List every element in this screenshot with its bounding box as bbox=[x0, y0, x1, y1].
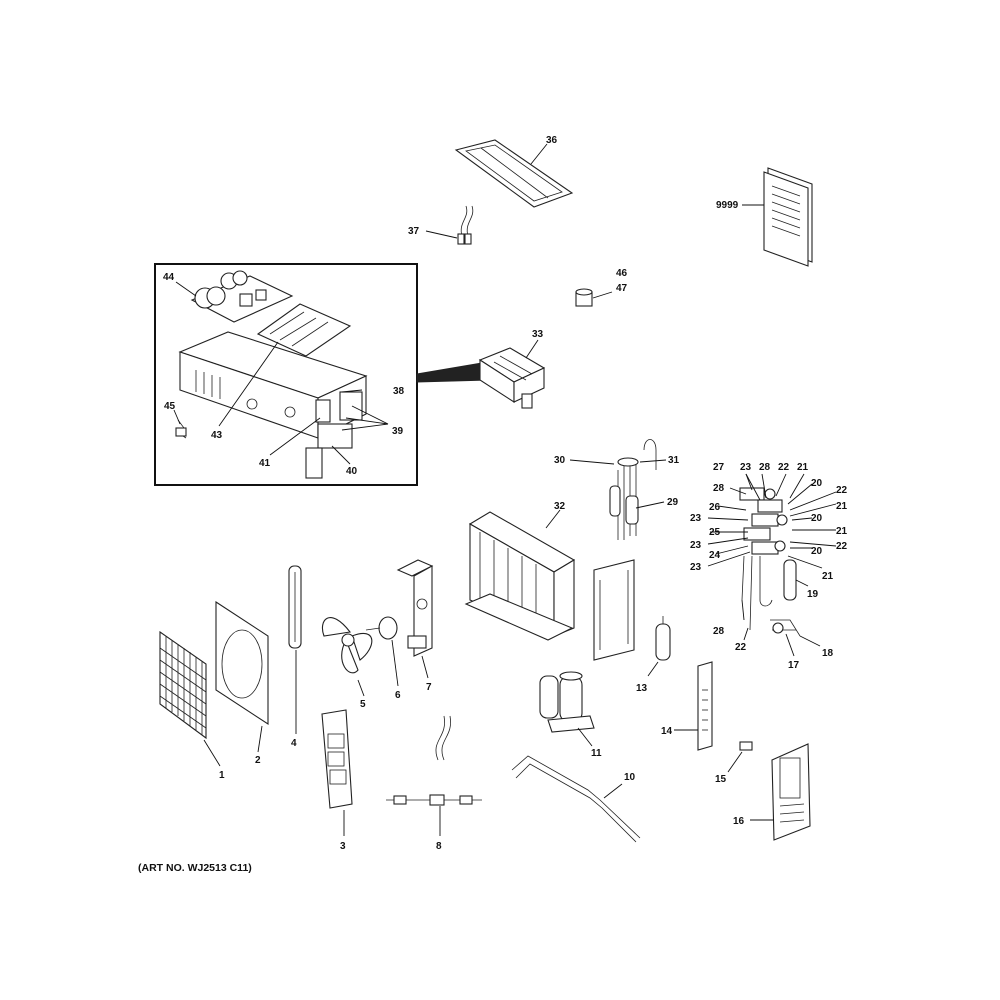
callout-23b: 23 bbox=[690, 513, 702, 524]
part-6-motor bbox=[365, 616, 399, 687]
part-46-47-fitting bbox=[575, 288, 613, 307]
callout-19: 19 bbox=[807, 589, 819, 600]
callout-6: 6 bbox=[395, 690, 401, 701]
callout-32: 32 bbox=[554, 501, 566, 512]
callout-28c: 28 bbox=[713, 626, 725, 637]
callout-15: 15 bbox=[715, 774, 727, 785]
callout-43: 43 bbox=[211, 430, 223, 441]
callout-28b: 28 bbox=[713, 483, 725, 494]
callout-37: 37 bbox=[408, 226, 420, 237]
part-33-control-box bbox=[416, 339, 546, 409]
part-13-accumulator bbox=[647, 616, 671, 677]
part-2-front-panel bbox=[215, 600, 269, 753]
callout-23a: 23 bbox=[740, 462, 752, 473]
callout-24: 24 bbox=[709, 550, 721, 561]
callout-39: 39 bbox=[392, 426, 404, 437]
partition-plate bbox=[593, 559, 635, 661]
callout-36: 36 bbox=[546, 135, 558, 146]
callout-22c: 22 bbox=[836, 541, 848, 552]
callout-21c: 21 bbox=[836, 526, 848, 537]
part-37-wire bbox=[425, 205, 474, 245]
callout-8: 8 bbox=[436, 841, 442, 852]
callout-40: 40 bbox=[346, 466, 358, 477]
callout-33: 33 bbox=[532, 329, 544, 340]
callout-28a: 28 bbox=[759, 462, 771, 473]
callout-45: 45 bbox=[164, 401, 176, 412]
callout-20b: 20 bbox=[811, 513, 823, 524]
part-1-grille bbox=[159, 630, 221, 767]
callout-9999: 9999 bbox=[716, 200, 739, 211]
callout-29: 29 bbox=[667, 497, 679, 508]
part-15-clip bbox=[727, 741, 753, 773]
callout-23c: 23 bbox=[690, 540, 702, 551]
callout-44: 44 bbox=[163, 272, 175, 283]
callout-16: 16 bbox=[733, 816, 745, 827]
callout-10: 10 bbox=[624, 772, 636, 783]
callout-2: 2 bbox=[255, 755, 261, 766]
part-10-tube bbox=[511, 755, 641, 843]
callout-38: 38 bbox=[393, 386, 405, 397]
part-7-motor-bracket bbox=[396, 559, 434, 679]
callout-22b: 22 bbox=[836, 485, 848, 496]
callout-22a: 22 bbox=[778, 462, 790, 473]
callout-18: 18 bbox=[822, 648, 834, 659]
callout-25: 25 bbox=[709, 527, 721, 538]
callout-13: 13 bbox=[636, 683, 648, 694]
callout-20a: 20 bbox=[811, 478, 823, 489]
part-8-wire-harness bbox=[386, 715, 482, 836]
callout-21d: 21 bbox=[822, 571, 834, 582]
callout-7: 7 bbox=[426, 682, 432, 693]
part-29-30-31-piping bbox=[569, 439, 667, 540]
callout-labels: 36 37 9999 46 47 44 33 38 39 45 43 41 40… bbox=[163, 135, 848, 852]
callout-20c: 20 bbox=[811, 546, 823, 557]
callout-41: 41 bbox=[259, 458, 271, 469]
part-16-access-panel bbox=[750, 743, 811, 841]
callout-17: 17 bbox=[788, 660, 800, 671]
callout-3: 3 bbox=[340, 841, 346, 852]
callout-21b: 21 bbox=[836, 501, 848, 512]
part-9999-manual bbox=[742, 167, 813, 267]
art-number-caption: (ART NO. WJ2513 C11) bbox=[138, 862, 252, 874]
callout-22d: 22 bbox=[735, 642, 747, 653]
callout-46: 46 bbox=[616, 268, 628, 279]
part-36-top-cover bbox=[454, 139, 574, 208]
callout-1: 1 bbox=[219, 770, 225, 781]
control-box-inset bbox=[154, 263, 418, 486]
part-32-condenser-coil bbox=[464, 509, 576, 641]
callout-27: 27 bbox=[713, 462, 725, 473]
callout-11: 11 bbox=[591, 748, 602, 759]
callout-14: 14 bbox=[661, 726, 673, 737]
part-5-fan-blade bbox=[322, 617, 373, 697]
callout-30: 30 bbox=[554, 455, 566, 466]
callout-21a: 21 bbox=[797, 462, 809, 473]
part-4-strip bbox=[288, 565, 302, 734]
callout-4: 4 bbox=[291, 738, 297, 749]
callout-5: 5 bbox=[360, 699, 366, 710]
callout-47: 47 bbox=[616, 283, 628, 294]
part-20-28-valve-assembly bbox=[707, 473, 837, 657]
part-11-compressor bbox=[539, 671, 595, 747]
callout-31: 31 bbox=[668, 455, 680, 466]
callout-26: 26 bbox=[709, 502, 721, 513]
part-14-terminal-bracket bbox=[674, 661, 713, 751]
callout-23d: 23 bbox=[690, 562, 702, 573]
part-3-side-panel bbox=[321, 709, 353, 836]
